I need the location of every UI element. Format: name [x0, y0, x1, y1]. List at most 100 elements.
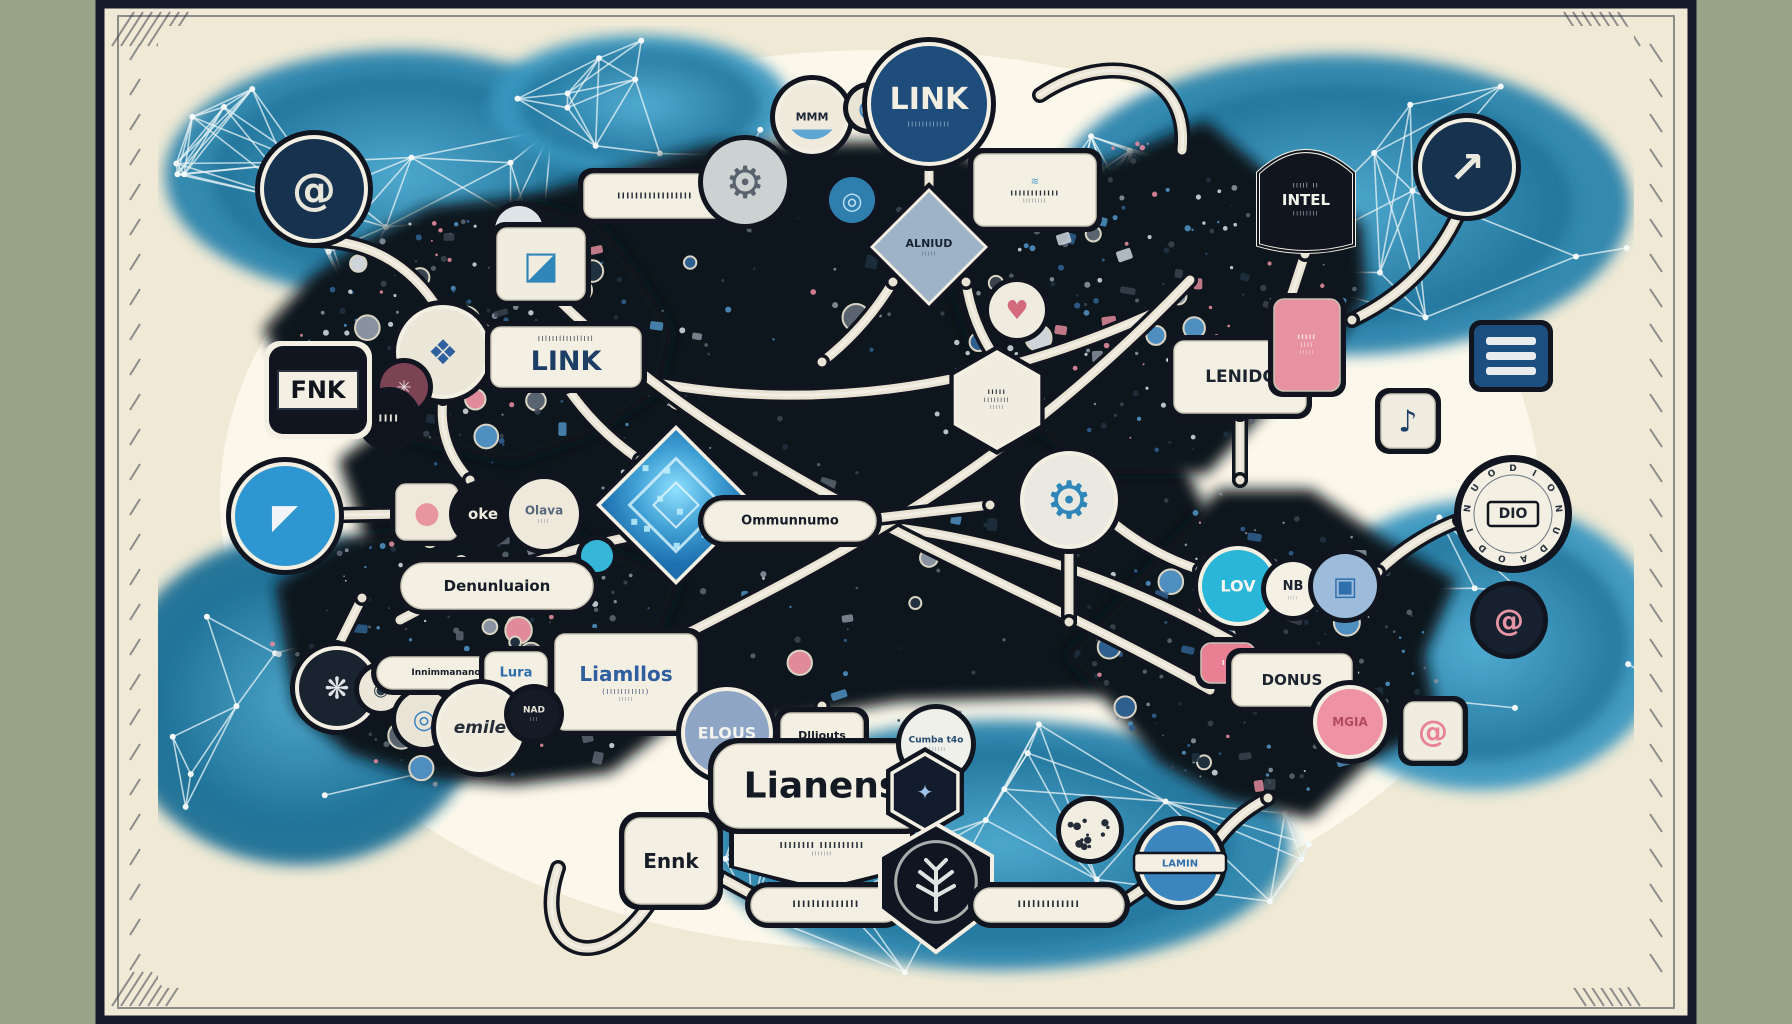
svg-text:IIIIIII: IIIIIII	[926, 747, 947, 753]
list-card	[1469, 320, 1553, 392]
svg-text:❖: ❖	[428, 333, 458, 373]
svg-text:IIIlIIIIlIIIIIIlI: IIIlIIIIlIIIIIIlI	[617, 192, 692, 201]
svg-text:IIII: IIII	[538, 519, 550, 525]
svg-text:LOV: LOV	[1220, 577, 1256, 596]
svg-text:I: I	[1530, 469, 1538, 479]
svg-text:⚙: ⚙	[725, 158, 764, 209]
svg-text:⚙: ⚙	[1046, 471, 1093, 531]
bottom-pill-left: IIIIlIIIIIIIlI	[745, 882, 907, 928]
artwork-area: ALNIUDIIIIIIIIlIIIIlIIIIIIlI≋IIIIIIIIIII…	[158, 26, 1634, 988]
svg-text:IIIlIIIIIIIII: IIIlIIIIIIIII	[1018, 900, 1081, 910]
svg-text:IIIII: IIIII	[1298, 334, 1317, 341]
blue-disc-node: ◎	[824, 172, 880, 228]
camera-blue-node: ▣	[1308, 549, 1382, 623]
lamin-node: LAMIN	[1132, 816, 1228, 910]
svg-text:≋: ≋	[1031, 176, 1039, 187]
person-node: @	[255, 130, 373, 248]
svg-text:LAMIN: LAMIN	[1162, 859, 1198, 870]
mesh-patch	[490, 35, 790, 175]
svg-text:IIIII: IIIII	[988, 389, 1007, 396]
mm-badge-node: MMM	[770, 75, 854, 159]
lianens-card: Lianens	[708, 738, 936, 834]
svg-text:FNK: FNK	[290, 376, 346, 404]
svg-text:LINK: LINK	[531, 346, 603, 377]
svg-text:IIIIIIIIIIII: IIIIIIIIIIII	[908, 120, 951, 128]
mgia-node: MGIA	[1308, 680, 1392, 764]
svg-text:♥: ♥	[1005, 296, 1028, 326]
gear-silver-node: ⚙	[698, 135, 792, 229]
emile-node: emile	[431, 679, 529, 777]
svg-text:◎: ◎	[413, 705, 436, 735]
music-right-node: @	[1470, 581, 1548, 659]
svg-text:▣: ▣	[1333, 572, 1358, 602]
svg-text:IIIIl II: IIIIl II	[1293, 182, 1319, 189]
note-card: ♪	[1375, 388, 1441, 454]
svg-text:U: U	[1470, 483, 1482, 495]
arrow-node: ↗	[1413, 113, 1521, 221]
svg-text:N: N	[1463, 504, 1474, 513]
heart-node: ♥	[984, 277, 1050, 343]
svg-text:IIIIIIIIIIII: IIIIIIIIIIII	[1010, 189, 1059, 197]
hex-dark-node: ✦	[886, 747, 964, 837]
svg-text:MMM: MMM	[796, 111, 829, 124]
svg-text:IIIIIIII: IIIIIIII	[1293, 211, 1319, 218]
dotted-node	[1056, 796, 1124, 864]
svg-text:@: @	[1418, 715, 1448, 750]
pink-chip-node: ●	[390, 478, 464, 546]
svg-text:Cumba t4o: Cumba t4o	[909, 736, 964, 746]
svg-text:IIIIIIII IIIIIIIIII: IIIIIIII IIIIIIIIII	[780, 841, 865, 850]
blue-logo-card: ◪	[491, 222, 591, 306]
svg-text:IIIII: IIIII	[990, 405, 1005, 411]
svg-text:IIIII: IIIII	[922, 251, 937, 257]
svg-text:@: @	[1494, 604, 1524, 639]
svg-text:IIIII: IIIII	[619, 697, 634, 703]
svg-text:●: ●	[414, 496, 440, 531]
svg-text:◎: ◎	[842, 187, 863, 215]
svg-text:MGIA: MGIA	[1332, 715, 1368, 729]
big-diamond-node	[590, 419, 762, 591]
bird-node: ◤	[226, 457, 344, 575]
svg-text:LENIDC: LENIDC	[1205, 367, 1275, 387]
svg-text:N: N	[1552, 504, 1563, 513]
svg-text:NAD: NAD	[523, 706, 545, 716]
svg-text:Denunluaion: Denunluaion	[444, 577, 551, 595]
svg-text:IIII: IIII	[1288, 595, 1299, 600]
svg-text:(IIIIIIIIIII): (IIIIIIIIIII)	[602, 688, 650, 696]
communication-pill: Ommunnumo	[698, 495, 882, 547]
svg-text:D: D	[1509, 464, 1516, 474]
oke-node: oke	[449, 480, 517, 548]
svg-text:III: III	[530, 717, 539, 723]
svg-text:IIIIIII: IIIIIII	[812, 851, 833, 857]
svg-text:IIlIIIllIIIllIIl: IIlIIIllIIIllIIl	[538, 335, 594, 343]
svg-text:Innimmanano: Innimmanano	[411, 668, 480, 678]
svg-text:I: I	[1466, 527, 1477, 534]
ennk-card: Ennk	[619, 812, 723, 910]
svg-text:Liamllos: Liamllos	[579, 662, 672, 686]
svg-text:Lura: Lura	[500, 666, 533, 681]
svg-text:IIIIlIIIIIIIlI: IIIIlIIIIIIIlI	[792, 900, 859, 910]
pink-at-card: @	[1398, 696, 1468, 766]
bottom-pill-right: IIIlIIIIIIIII	[968, 882, 1130, 928]
film-node: ❋	[290, 641, 384, 735]
svg-text:❋: ❋	[324, 672, 349, 707]
fnk-card: FNK	[264, 341, 372, 439]
svg-text:↗: ↗	[1449, 143, 1486, 194]
svg-text:◤: ◤	[272, 497, 299, 537]
liamllos-card: Liamllos (IIIIIIIIIII)IIIII	[549, 628, 703, 736]
denunication-pill: Denunluaion	[395, 557, 599, 615]
tree-shield-node	[878, 821, 994, 955]
frame-inner-line	[117, 15, 1675, 1009]
